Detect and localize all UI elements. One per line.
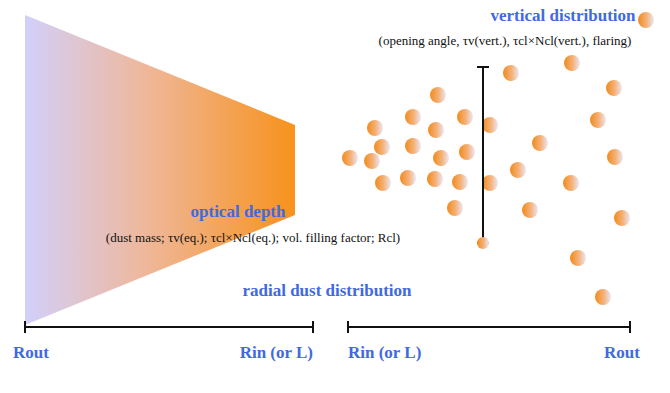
dust-cloud <box>564 55 580 71</box>
dust-cloud <box>375 175 391 191</box>
dust-cloud <box>606 80 622 96</box>
parameter-list: (opening angle, τv(vert.), τcl×Ncl(vert.… <box>379 34 632 49</box>
radius-label: Rout <box>604 343 640 363</box>
dust-cloud <box>510 162 526 178</box>
dust-cloud <box>457 109 473 125</box>
dust-cloud <box>367 120 383 136</box>
dust-cloud <box>430 87 446 103</box>
dust-cloud <box>477 237 489 249</box>
dust-cloud <box>405 109 421 125</box>
dust-cloud <box>400 170 416 186</box>
dust-cloud <box>590 112 606 128</box>
dust-cloud <box>427 171 443 187</box>
dust-cloud <box>607 149 623 165</box>
dust-cloud <box>482 117 498 133</box>
dust-cloud <box>638 12 654 28</box>
section-heading: vertical distribution <box>491 6 636 26</box>
radius-label: Rout <box>13 343 49 363</box>
vertical-bracket <box>477 67 489 243</box>
dust-cloud <box>482 175 498 191</box>
dust-cloud <box>405 138 421 154</box>
section-heading: optical depth <box>191 202 286 222</box>
dust-cloud <box>595 289 611 305</box>
dust-cloud <box>522 202 538 218</box>
radius-label: Rin (or L) <box>348 343 421 363</box>
section-heading: radial dust distribution <box>242 281 411 301</box>
dust-cloud <box>342 150 358 166</box>
dust-cloud <box>374 139 390 155</box>
dust-wedge <box>25 15 295 325</box>
dust-clouds <box>342 12 654 305</box>
dust-cloud <box>614 210 630 226</box>
parameter-list: (dust mass; τv(eq.); τcl×Ncl(eq.); vol. … <box>106 231 400 246</box>
dust-cloud <box>563 175 579 191</box>
dust-cloud <box>428 122 444 138</box>
dust-cloud <box>503 65 519 81</box>
dust-cloud <box>570 250 586 266</box>
dust-cloud <box>452 174 468 190</box>
dust-cloud <box>532 135 548 151</box>
radius-label: Rin (or L) <box>240 343 313 363</box>
radial-scale-bar <box>25 321 630 333</box>
dust-cloud <box>433 150 449 166</box>
dust-cloud <box>459 144 475 160</box>
dust-cloud <box>447 200 463 216</box>
dust-cloud <box>364 153 380 169</box>
